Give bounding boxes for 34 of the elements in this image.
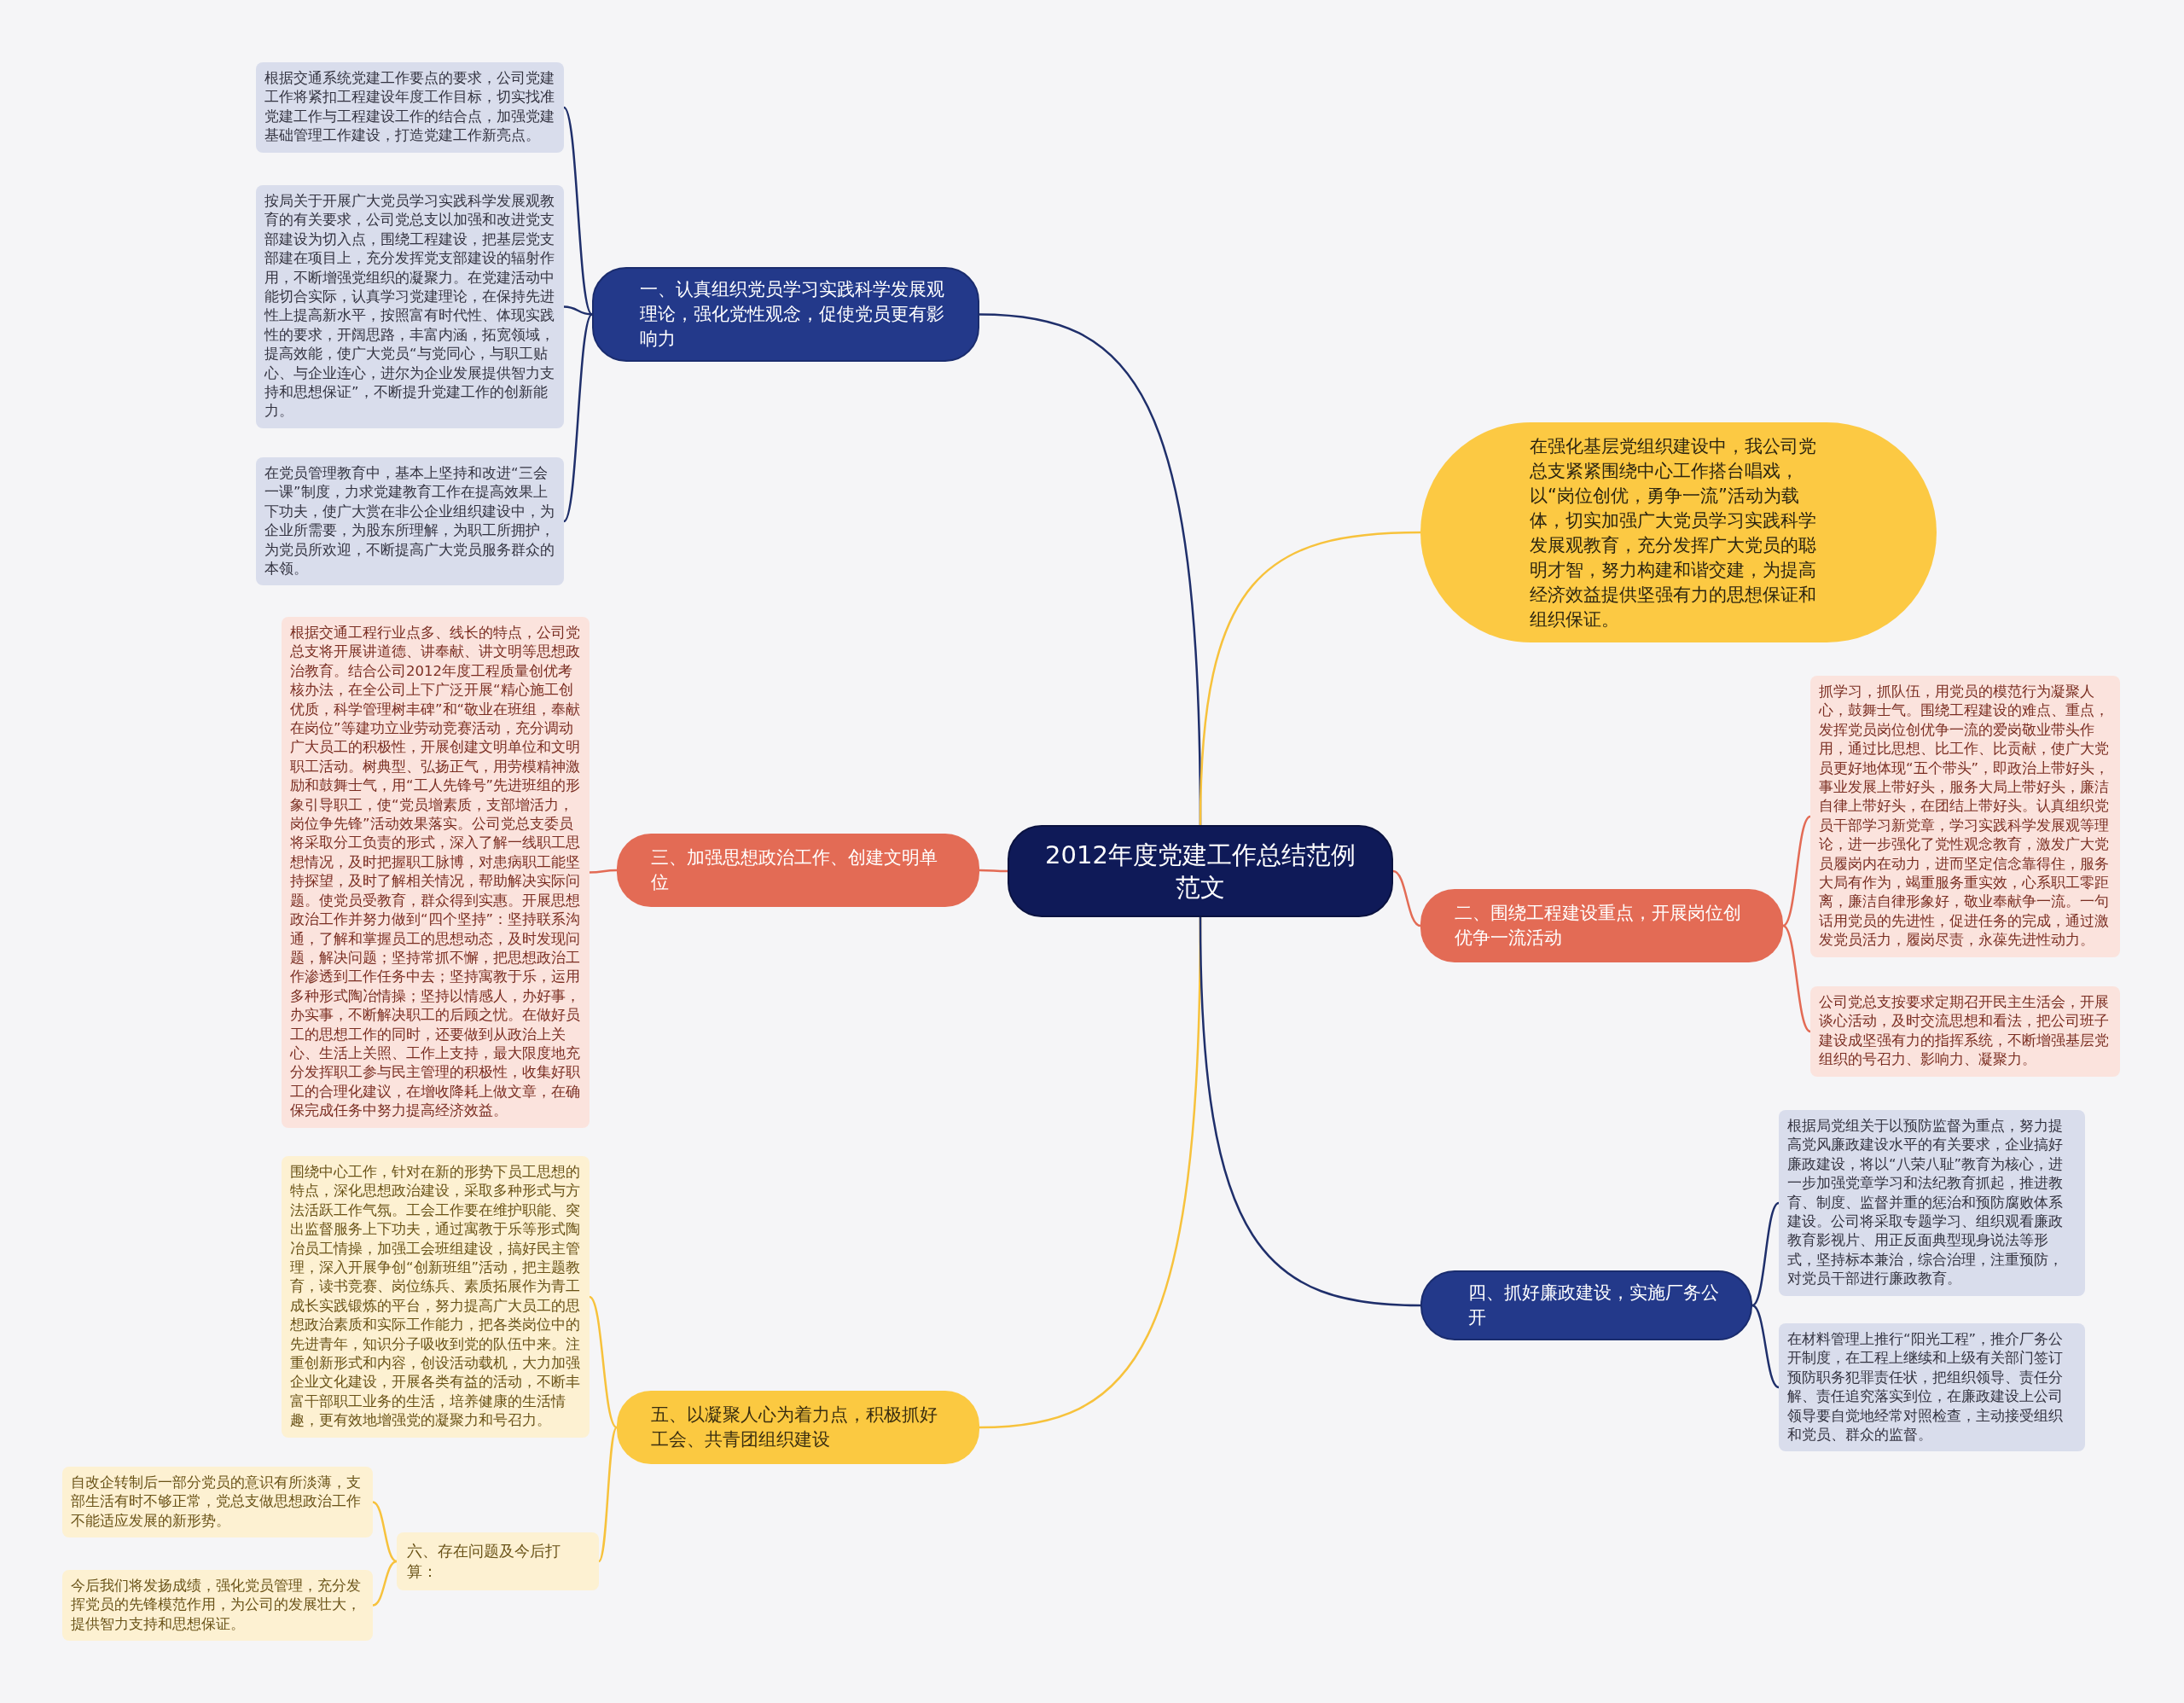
- connector: [563, 305, 593, 316]
- note-box: 在材料管理上推行“阳光工程”，推介厂务公开制度，在工程上继续和上级有关部门签订预防职务犯罪责任状，把组织领导、责任分解、责任追究落实到位，在廉政建设上公司领导要自觉地经常对照检查，主动接受组织和党员、群众的监督。: [1779, 1323, 2085, 1452]
- connector: [372, 1560, 398, 1607]
- topic-box: 六、存在问题及今后打算：: [397, 1532, 599, 1590]
- connector: [563, 107, 593, 316]
- note-box: 围绕中心工作，针对在新的形势下员工思想的特点，深化思想政治建设，采取多种形式与方法活跃工作气氛。工会工作要在维护职能、突出监督服务上下功夫，通过寓教于乐等形式陶冶员工情操，加强工会班组建设，搞好民主管理，深入开展争创“创新班组”活动，把主题教育，读书竞赛、岗位练兵、素质拓展作为青工成长实践锻炼的平台，努力提高广大员工的思想政治素质和实际工作能力，把各类岗位中的先进青年，知识分子吸收到党的队伍中来。注重创新形式和内容，创设活动载机，大力加强企业文化建设，开展各类有益的活动，不断丰富干部职工业务的生活，培养健康的生活情趣，更有效地增强党的凝聚力和号召力。: [282, 1156, 590, 1438]
- note-box: 自改企转制后一部分党员的意识有所淡薄，支部生活有时不够正常，党总支做思想政治工作不能适应发展的新形势。: [62, 1467, 373, 1538]
- connector: [372, 1501, 398, 1563]
- connector: [1392, 869, 1421, 927]
- topic-box: 二、围绕工程建设重点，开展岗位创优争一流活动: [1420, 889, 1783, 962]
- connector: [598, 1427, 618, 1562]
- note-box: 今后我们将发扬成绩，强化党员管理，充分发挥党员的先锋模范作用，为公司的发展壮大，提供智力支持和思想保证。: [62, 1570, 373, 1642]
- topic-box: 三、加强思想政治工作、创建文明单位: [617, 834, 979, 907]
- connector: [1782, 924, 1811, 1033]
- note-box: 在党员管理教育中，基本上坚持和改进“三会一课”制度，力求党建教育工作在提高效果上下功夫，使广大赏在非公企业组织建设中，为企业所需要，为股东所理解，为职工所拥护，为党员所欢迎，不断提高广大党员服务群众的本领。: [256, 457, 564, 586]
- note-box: 按局关于开展广大党员学习实践科学发展观教育的有关要求，公司党总支以加强和改进党支部建设为切入点，围绕工程建设，把基层党支部建在项目上，充分发挥党支部建设的辐射作用，不断增强党组织的凝聚力。在党建活动中能切合实际，认真学习党建理论，在保持先进性上提高新水平，按照富有时代性、体现实践性的要求，开阔思路，丰富内涵，拓宽领域，提高效能，使广大党员“与党同心，与职工贴心、与企业连心，进尔为企业发展提供智力支持和思想保证”，不断提升党建工作的创新能力。: [256, 185, 564, 428]
- note-box: 抓学习，抓队伍，用党员的模范行为凝聚人心，鼓舞士气。围绕工程建设的难点、重点，发挥党员岗位创优争一流的爱岗敬业带头作用，通过比思想、比工作、比贡献，使广大党员更好地体现“五个带头”，即政治上带好头，事业发展上带好头，服务大局上带好头，廉洁自律上带好头，在团结上带好头。认真组织党员干部学习新党章，学习实践科学发展观等理论，进一步强化了党性观念教育，激发广大党员履岗内在动力，进而坚定信念靠得住，服务大局有作为，竭重服务重实效，心系职工零距离，廉洁自律形象好，敬业奉献争一流。一句话用党员的先进性，促进任务的完成，通过激发党员活力，履岗尽责，永葆先进性动力。: [1810, 676, 2120, 957]
- central-topic: 2012年度党建工作总结范例范文: [1008, 825, 1393, 917]
- connector: [1751, 1304, 1780, 1389]
- connector: [590, 869, 617, 874]
- topic-box: 四、抓好廉政建设，实施厂务公开: [1420, 1270, 1752, 1340]
- note-box: 根据交通工程行业点多、线长的特点，公司党总支将开展讲道德、讲奉献、讲文明等思想政治教育。结合公司2012年度工程质量创优考核办法，在全公司上下广泛开展“精心施工创优质，科学管理树丰碑”和“敬业在班组，奉献在岗位”等建功立业劳动竞赛活动，充分调动广大员工的积极性，开展创建文明单位和文明职工活动。树典型、弘扬正气，用劳模精神激励和鼓舞士气，用“工人先锋号”先进班组的形象引导职工，使“党员增素质，支部增活力，岗位争先锋”活动效果落实。公司党总支委员将采取分工负责的形式，深入了解一线职工思想情况，及时把握职工脉博，对患病职工能坚持探望，及时了解相关情况，帮助解决实际问题。使党员受教育，群众得到实惠。开展思想政治工作并努力做到“四个坚持”：坚持联系沟通，了解和掌握员工的思想动态，及时发现问题，解决问题；坚持常抓不懈，把思想政治工作渗透到工作任务中去；坚持寓教于乐，运用多种形式陶冶情操；坚持以情感人，办好事，办实事，不断解决职工的后顾之忧。在做好员工的思想工作的同时，还要做到从政治上关心、生活上关照、工作上支持，最大限度地充分发挥职工参与民主管理的积极性，收集好职工的合理化建议，在增收降耗上做文章，在确保完成任务中努力提高经济效益。: [282, 617, 590, 1128]
- connector: [1199, 916, 1421, 1307]
- connector: [979, 869, 1008, 873]
- note-box: 公司党总支按要求定期召开民主生活会，开展谈心活动，及时交流思想和看法，把公司班子建设成坚强有力的指挥系统，不断增强基层党组织的号召力、影响力、凝聚力。: [1810, 986, 2120, 1077]
- note-box: 根据局党组关于以预防监督为重点，努力提高党风廉政建设水平的有关要求，企业搞好廉政建设，将以“八荣八耻”教育为核心，进一步加强党章学习和法纪教育抓起，推进教育、制度、监督并重的惩治和预防腐败体系建设。公司将采取专题学习、组织观看廉政教育影视片、用正反面典型现身说法等形式，坚持标本兼治，综合治理，注重预防，对党员干部进行廉政教育。: [1779, 1110, 2085, 1296]
- topic-box: 一、认真组织党员学习实践科学发展观理论，强化党性观念，促使党员更有影响力: [592, 267, 979, 362]
- connector: [589, 1296, 618, 1428]
- connector: [1199, 531, 1421, 826]
- note-box: 根据交通系统党建工作要点的要求，公司党建工作将紧扣工程建设年度工作目标，切实找准党建工作与工程建设工作的结合点，加强党建基础管理工作建设，打造党建工作新亮点。: [256, 62, 564, 153]
- connector: [1751, 1201, 1780, 1307]
- topic-box: 五、以凝聚人心为着力点，积极抓好工会、共青团组织建设: [617, 1391, 979, 1464]
- connector: [1782, 815, 1811, 927]
- connector: [563, 313, 593, 522]
